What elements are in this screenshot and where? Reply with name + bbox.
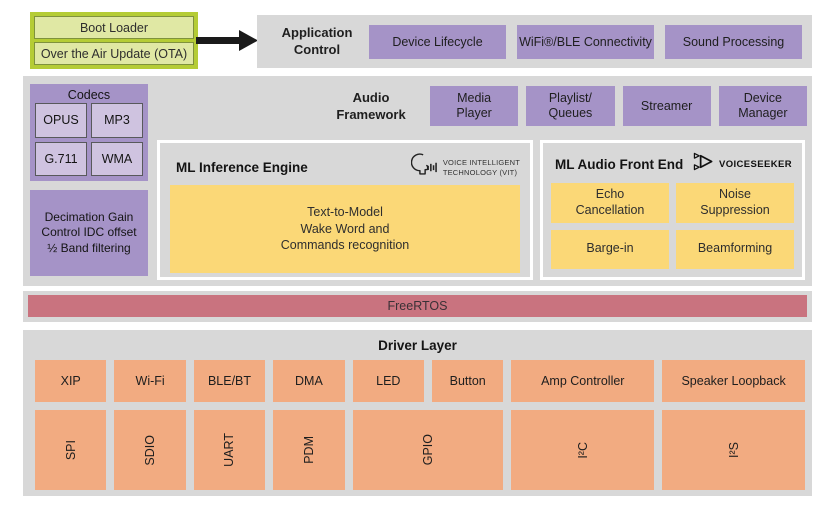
media-player-box: Media Player [430, 86, 519, 126]
driver-i2s-box: I²S [662, 410, 805, 490]
playlist-queues-box: Playlist/ Queues [526, 86, 615, 126]
codecs-grid: OPUS MP3 G.711 WMA [35, 103, 143, 176]
rtos-section: FreeRTOS [23, 291, 812, 322]
driver-layer-section: Driver Layer XIP Wi-Fi BLE/BT DMA LED Bu… [23, 330, 812, 496]
middleware-section: Codecs OPUS MP3 G.711 WMA Decimation Gai… [23, 76, 812, 286]
i2c-label: I²C [575, 441, 590, 459]
driver-dma-box: DMA [273, 360, 345, 402]
codec-g711-box: G.711 [35, 141, 87, 176]
decimation-gain-box: Decimation Gain Control IDC offset ½ Ban… [30, 190, 148, 276]
vit-head-speech-icon [410, 152, 438, 183]
audio-framework-boxes: Media Player Playlist/ Queues Streamer D… [430, 86, 807, 126]
gpio-label: GPIO [420, 434, 435, 466]
boot-loader-group: Boot Loader Over the Air Update (OTA) [30, 12, 198, 69]
driver-uart-box: UART [193, 410, 266, 490]
sdio-label: SDIO [143, 434, 158, 466]
noise-suppression-box: Noise Suppression [676, 183, 794, 223]
driver-i2c-box: I²C [511, 410, 655, 490]
driver-button-box: Button [432, 360, 504, 402]
sound-processing-box: Sound Processing [665, 25, 802, 59]
uart-label: UART [222, 433, 237, 467]
ml-afe-boxes: Echo Cancellation Noise Suppression Barg… [551, 183, 794, 269]
driver-pdm-box: PDM [273, 410, 345, 490]
text-to-model-box: Text-to-Model Wake Word and Commands rec… [170, 185, 520, 273]
application-control-boxes: Device Lifecycle WiFi®/BLE Connectivity … [369, 25, 802, 59]
ml-inference-engine-panel: ML Inference Engine [157, 140, 533, 280]
voiceseeker-logo: VOICESEEKER [693, 152, 792, 176]
application-control-section: Application Control Device Lifecycle WiF… [257, 15, 812, 68]
beamforming-box: Beamforming [676, 229, 794, 269]
vit-logo-text: VOICE INTELLIGENT TECHNOLOGY (VIT) [442, 158, 520, 177]
streamer-box: Streamer [622, 86, 711, 126]
pdm-label: PDM [301, 436, 316, 464]
driver-sdio-box: SDIO [114, 410, 186, 490]
driver-amp-controller-box: Amp Controller [511, 360, 655, 402]
driver-ble-bt-box: BLE/BT [193, 360, 266, 402]
codec-mp3-box: MP3 [91, 103, 143, 138]
codecs-panel: Codecs OPUS MP3 G.711 WMA [30, 84, 148, 181]
wifi-ble-connectivity-box: WiFi®/BLE Connectivity [517, 25, 654, 59]
driver-gpio-box: GPIO [352, 410, 504, 490]
driver-xip-box: XIP [35, 360, 107, 402]
freertos-bar: FreeRTOS [28, 295, 807, 317]
ml-audio-front-end-panel: ML Audio Front End VOICESEEKER Echo Canc… [540, 140, 805, 280]
voiceseeker-triangles-icon [693, 152, 714, 176]
echo-cancellation-box: Echo Cancellation [551, 183, 669, 223]
codecs-title: Codecs [67, 87, 111, 102]
driver-wifi-box: Wi-Fi [114, 360, 186, 402]
ota-update-box: Over the Air Update (OTA) [34, 42, 194, 65]
audio-framework-title: Audio Framework [336, 90, 406, 122]
barge-in-box: Barge-in [551, 229, 669, 269]
codec-wma-box: WMA [91, 141, 143, 176]
i2s-label: I²S [726, 442, 741, 458]
spi-label: SPI [63, 439, 78, 461]
device-manager-box: Device Manager [718, 86, 807, 126]
arrow-right-icon [196, 28, 258, 53]
driver-spi-box: SPI [35, 410, 107, 490]
ml-inference-engine-title: ML Inference Engine [176, 160, 308, 175]
driver-layer-title: Driver Layer [378, 338, 457, 353]
ml-audio-front-end-title: ML Audio Front End [555, 156, 684, 172]
device-lifecycle-box: Device Lifecycle [369, 25, 506, 59]
voiceseeker-logo-text: VOICESEEKER [718, 158, 792, 170]
driver-led-box: LED [352, 360, 424, 402]
boot-loader-box: Boot Loader [34, 16, 194, 39]
driver-layer-grid: XIP Wi-Fi BLE/BT DMA LED Button Amp Cont… [35, 360, 805, 490]
vit-logo: VOICE INTELLIGENT TECHNOLOGY (VIT) [410, 152, 520, 183]
codec-opus-box: OPUS [35, 103, 87, 138]
driver-speaker-loopback-box: Speaker Loopback [662, 360, 805, 402]
application-control-title: Application Control [281, 25, 353, 57]
